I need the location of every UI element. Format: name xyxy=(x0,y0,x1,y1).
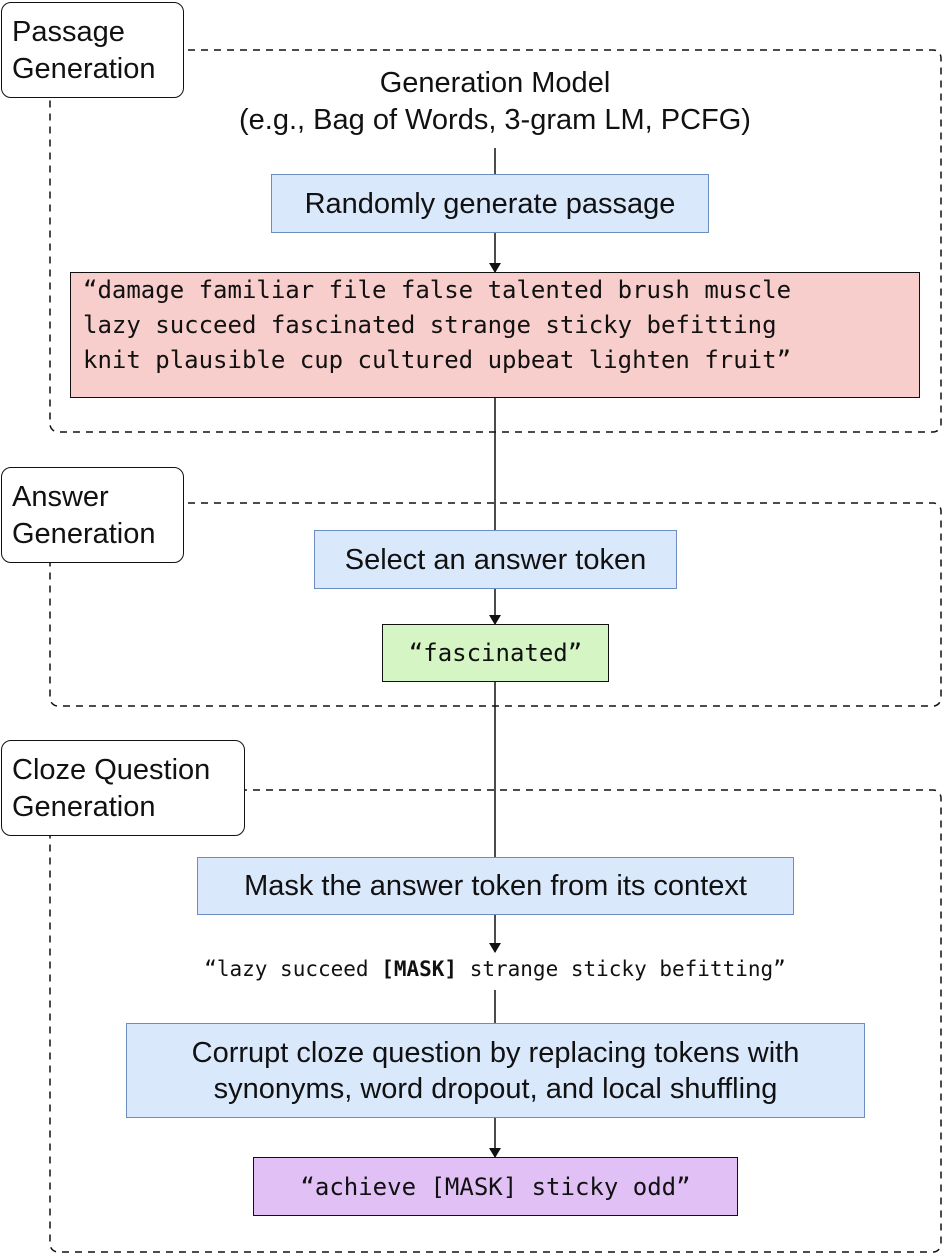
cloze-label-line1: Cloze Question xyxy=(12,754,211,786)
corrupt-line2: synonyms, word dropout, and local shuffl… xyxy=(213,1072,778,1105)
mask-token: [MASK] xyxy=(381,957,458,981)
answer-label-line2: Generation xyxy=(12,518,156,550)
passage-line1: “damage familiar file false talented bru… xyxy=(83,276,792,304)
corrupt-cloze-question-step: Corrupt cloze question by replacing toke… xyxy=(126,1023,865,1118)
passage-line3: knit plausible cup cultured upbeat light… xyxy=(83,346,792,374)
corrupted-question-box: “achieve [MASK] sticky odd” xyxy=(253,1157,738,1216)
passage-label-line2: Generation xyxy=(12,53,156,85)
cloze-question-after: strange sticky befitting” xyxy=(457,957,786,981)
cloze-label-line2: Generation xyxy=(12,791,156,823)
generation-model-title: Generation Model (e.g., Bag of Words, 3-… xyxy=(190,65,800,139)
answer-label-line1: Answer xyxy=(12,481,109,513)
cloze-question-before: “lazy succeed xyxy=(204,957,382,981)
passage-line2: lazy succeed fascinated strange sticky b… xyxy=(83,311,777,339)
model-line1: Generation Model xyxy=(379,67,611,99)
cloze-section-frame xyxy=(49,789,942,1253)
answer-token-box: “fascinated” xyxy=(382,624,609,682)
answer-generation-label: Answer Generation xyxy=(1,467,184,563)
generated-passage-box: “damage familiar file false talented bru… xyxy=(70,272,920,398)
corrupt-line1: Corrupt cloze question by replacing toke… xyxy=(191,1036,800,1069)
select-answer-token-step: Select an answer token xyxy=(314,530,677,589)
cloze-question-generation-label: Cloze Question Generation xyxy=(1,740,245,836)
passage-generation-label: Passage Generation xyxy=(1,2,184,98)
passage-label-line1: Passage xyxy=(12,16,125,48)
mask-answer-token-step: Mask the answer token from its context xyxy=(197,857,794,915)
randomly-generate-passage-step: Randomly generate passage xyxy=(271,174,709,233)
cloze-question-text: “lazy succeed [MASK] strange sticky befi… xyxy=(60,957,930,981)
model-line2: (e.g., Bag of Words, 3-gram LM, PCFG) xyxy=(239,104,751,136)
